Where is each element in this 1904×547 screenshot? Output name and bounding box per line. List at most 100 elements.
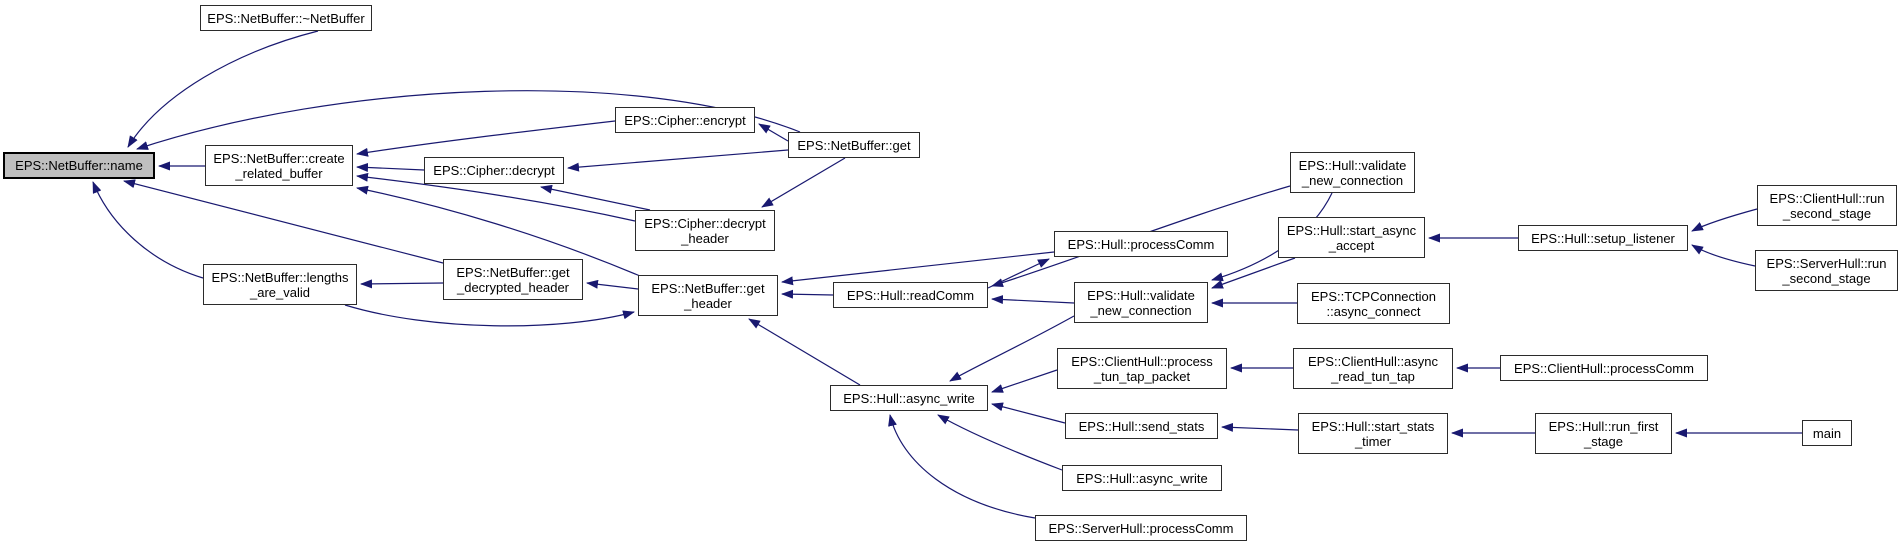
node-main[interactable]: main	[1802, 420, 1852, 446]
node-label-line: _are_valid	[250, 284, 310, 300]
node-label-line: EPS::Hull::run_first	[1548, 418, 1659, 434]
node-label-line: EPS::Hull::start_async	[1286, 222, 1417, 238]
node-label-line: EPS::NetBuffer::get	[456, 264, 570, 280]
node-hull-start-stats-timer[interactable]: EPS::Hull::start_stats_timer	[1298, 413, 1448, 454]
node-hull-async-write-2[interactable]: EPS::Hull::async_write	[1062, 465, 1222, 491]
node-hull-send-stats[interactable]: EPS::Hull::send_stats	[1065, 413, 1218, 439]
node-hull-validate-new-connection-2[interactable]: EPS::Hull::validate_new_connection	[1290, 152, 1415, 193]
node-lengths-are-valid[interactable]: EPS::NetBuffer::lengths_are_valid	[203, 264, 357, 305]
node-hull-readcomm[interactable]: EPS::Hull::readComm	[833, 282, 988, 308]
edge-hull-send-stats-to-hull-async-write	[991, 402, 1066, 424]
node-cipher-encrypt[interactable]: EPS::Cipher::encrypt	[615, 107, 755, 133]
node-label-line: _second_stage	[1782, 270, 1871, 286]
node-clienthull-process-tun-tap-packet[interactable]: EPS::ClientHull::process_tun_tap_packet	[1057, 348, 1227, 389]
edge-hull-validate-new-connection-to-hull-async-write	[949, 315, 1075, 382]
node-label-line: EPS::ServerHull::run	[1766, 255, 1887, 271]
node-label-line: EPS::NetBuffer::lengths	[211, 269, 349, 285]
node-label-line: EPS::Cipher::encrypt	[624, 112, 746, 128]
node-label-line: EPS::NetBuffer::~NetBuffer	[207, 10, 365, 26]
edge-hull-readcomm-to-hull-processcomm	[987, 258, 1050, 289]
node-cipher-decrypt-header[interactable]: EPS::Cipher::decrypt_header	[635, 210, 775, 251]
node-label-line: EPS::Hull::readComm	[846, 287, 975, 303]
edge-hull-start-async-accept-to-hull-validate-new-connection	[1211, 257, 1296, 289]
node-label-line: _new_connection	[1090, 302, 1192, 318]
node-netbuffer-name: EPS::NetBuffer::name	[3, 152, 155, 179]
edge-netbuffer-get-header-to-get-decrypted-header	[586, 279, 639, 290]
node-label-line: EPS::TCPConnection	[1310, 288, 1436, 304]
edge-netbuffer-dtor-to-netbuffer-name	[127, 30, 319, 148]
node-tcpconnection-async-connect[interactable]: EPS::TCPConnection::async_connect	[1297, 283, 1450, 324]
node-label-line: EPS::ServerHull::processComm	[1048, 520, 1234, 536]
node-label-line: _new_connection	[1301, 172, 1404, 188]
edge-netbuffer-get-to-cipher-encrypt	[758, 123, 789, 142]
edge-serverhull-processcomm-to-hull-async-write	[888, 414, 1036, 519]
edge-clienthull-process-tun-tap-packet-to-hull-async-write	[991, 369, 1058, 393]
edge-hull-async-write-2-to-hull-async-write	[937, 414, 1063, 471]
node-label-line: EPS::Hull::setup_listener	[1531, 230, 1675, 246]
node-netbuffer-dtor[interactable]: EPS::NetBuffer::~NetBuffer	[200, 5, 372, 31]
node-label-line: ::async_connect	[1326, 303, 1421, 319]
node-label-line: _read_tun_tap	[1331, 368, 1415, 384]
edge-netbuffer-get-header-to-create-related-buffer	[356, 185, 641, 277]
node-hull-start-async-accept[interactable]: EPS::Hull::start_async_accept	[1278, 217, 1425, 258]
node-netbuffer-get[interactable]: EPS::NetBuffer::get	[788, 132, 920, 158]
edge-lengths-are-valid-to-netbuffer-name	[92, 181, 204, 279]
node-clienthull-run-second-stage[interactable]: EPS::ClientHull::run_second_stage	[1757, 185, 1897, 226]
edge-netbuffer-get-to-cipher-decrypt-header	[761, 157, 846, 208]
node-label-line: EPS::ClientHull::run	[1769, 190, 1885, 206]
node-label-line: _tun_tap_packet	[1093, 368, 1191, 384]
node-label-line: EPS::Cipher::decrypt	[644, 215, 766, 231]
node-label-line: _decrypted_header	[456, 279, 570, 295]
node-label-line: EPS::Hull::start_stats	[1311, 418, 1435, 434]
edge-get-decrypted-header-to-netbuffer-name	[123, 179, 444, 264]
node-label-line: _stage	[1583, 433, 1624, 449]
node-clienthull-processcomm[interactable]: EPS::ClientHull::processComm	[1500, 355, 1708, 381]
node-label-line: EPS::Cipher::decrypt	[433, 163, 555, 178]
node-label-line: EPS::Hull::validate	[1298, 157, 1407, 173]
node-label-line: _timer	[1354, 433, 1392, 449]
node-clienthull-async-read-tun-tap[interactable]: EPS::ClientHull::async_read_tun_tap	[1293, 348, 1453, 389]
edge-lengths-are-valid-to-netbuffer-get-header	[344, 304, 635, 327]
edge-cipher-decrypt-header-to-cipher-decrypt	[540, 184, 651, 211]
node-label-line: EPS::Hull::validate	[1087, 287, 1195, 303]
edge-hull-async-write-to-netbuffer-get-header	[748, 318, 861, 386]
edge-hull-start-stats-timer-to-hull-send-stats	[1221, 422, 1299, 432]
node-label-line: _header	[681, 230, 729, 246]
edge-clienthull-run-second-stage-to-hull-setup-listener	[1691, 208, 1758, 232]
node-label-line: EPS::ClientHull::async	[1307, 353, 1439, 369]
edge-group	[92, 30, 1802, 519]
node-hull-processcomm[interactable]: EPS::Hull::processComm	[1054, 231, 1228, 257]
node-hull-setup-listener[interactable]: EPS::Hull::setup_listener	[1518, 225, 1688, 251]
edge-hull-processcomm-to-netbuffer-get-header	[781, 251, 1055, 286]
node-serverhull-run-second-stage[interactable]: EPS::ServerHull::run_second_stage	[1755, 250, 1898, 291]
node-get-decrypted-header[interactable]: EPS::NetBuffer::get_decrypted_header	[443, 259, 583, 300]
node-label-line: EPS::Hull::async_write	[1076, 470, 1208, 486]
edge-cipher-decrypt-to-create-related-buffer	[356, 162, 425, 172]
edge-serverhull-run-second-stage-to-hull-setup-listener	[1691, 244, 1756, 267]
node-hull-async-write[interactable]: EPS::Hull::async_write	[830, 385, 988, 411]
node-label-line: EPS::ClientHull::processComm	[1514, 360, 1694, 376]
node-label-line: _header	[684, 295, 732, 311]
edge-cipher-encrypt-to-create-related-buffer	[356, 120, 616, 157]
node-hull-validate-new-connection[interactable]: EPS::Hull::validate_new_connection	[1074, 282, 1208, 323]
node-label-line: _second_stage	[1782, 205, 1872, 221]
edge-hull-readcomm-to-netbuffer-get-header	[781, 289, 834, 299]
node-serverhull-processcomm[interactable]: EPS::ServerHull::processComm	[1035, 515, 1247, 541]
node-label-line: EPS::NetBuffer::get	[651, 280, 765, 296]
node-label-line: EPS::NetBuffer::get	[797, 137, 911, 153]
node-create-related-buffer[interactable]: EPS::NetBuffer::create_related_buffer	[205, 145, 353, 186]
edge-hull-validate-new-connection-to-hull-readcomm	[991, 295, 1075, 305]
edge-netbuffer-get-to-cipher-decrypt	[567, 149, 789, 172]
node-hull-run-first-stage[interactable]: EPS::Hull::run_first_stage	[1535, 413, 1672, 454]
node-label-line: EPS::Hull::send_stats	[1078, 418, 1205, 434]
node-label-line: EPS::ClientHull::process	[1071, 353, 1213, 369]
edge-cipher-decrypt-header-to-create-related-buffer	[356, 172, 636, 222]
node-netbuffer-get-header[interactable]: EPS::NetBuffer::get_header	[638, 275, 778, 316]
node-label-line: _related_buffer	[235, 165, 323, 181]
edge-get-decrypted-header-to-lengths-are-valid	[360, 279, 444, 289]
node-label-line: main	[1812, 425, 1842, 441]
node-label-line: EPS::NetBuffer::create	[213, 150, 345, 166]
node-cipher-decrypt[interactable]: EPS::Cipher::decrypt	[424, 157, 564, 184]
